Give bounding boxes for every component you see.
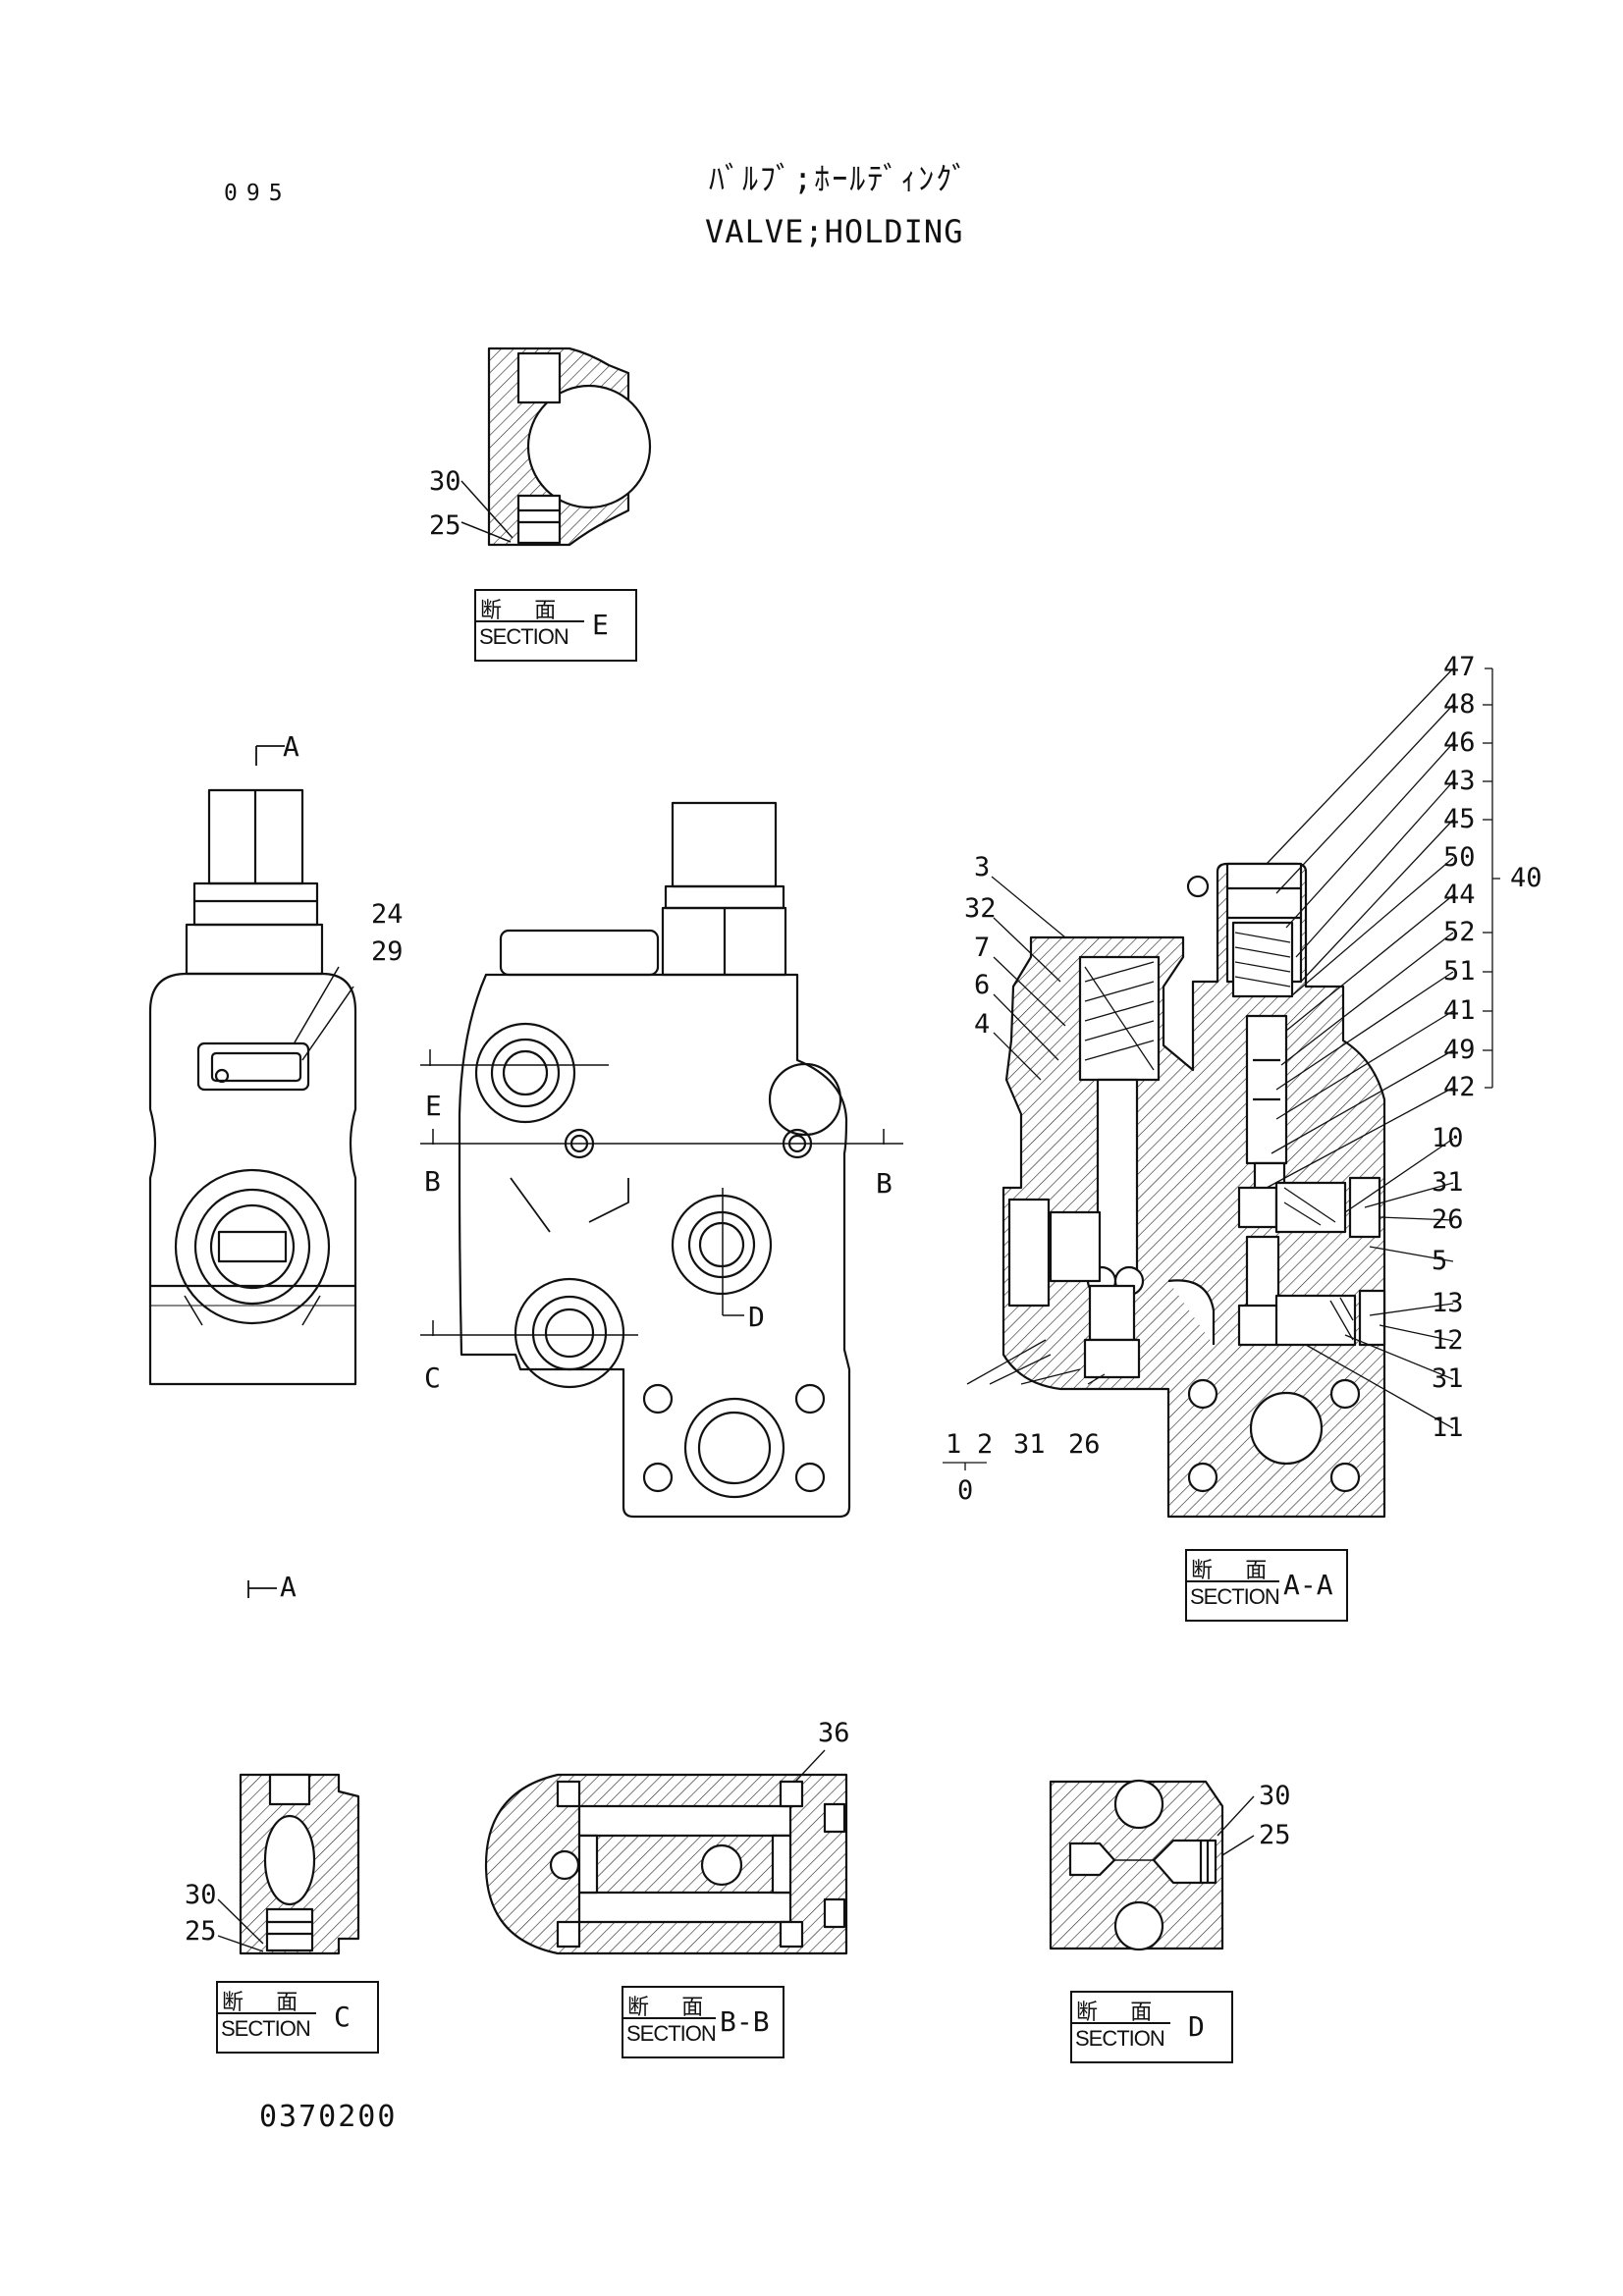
section-letter: A-A: [1283, 1569, 1333, 1601]
callout-24[interactable]: 24: [371, 899, 404, 930]
section-label-e: 断 面 SECTION E: [474, 589, 637, 662]
callout-c-25[interactable]: 25: [185, 1916, 217, 1947]
callout-12[interactable]: 12: [1432, 1325, 1464, 1356]
cut-mark-d: D: [748, 1301, 765, 1333]
callout-c-30[interactable]: 30: [185, 1880, 217, 1910]
callout-aa-32[interactable]: 32: [964, 893, 997, 924]
callout-36[interactable]: 36: [818, 1718, 850, 1748]
drawing-number: 0370200: [259, 2100, 398, 2134]
leaders-aa: [943, 667, 1500, 1470]
callout-10[interactable]: 10: [1432, 1123, 1464, 1153]
cut-line-a: [247, 745, 285, 1598]
section-letter: C: [334, 2001, 351, 2033]
section-label-d: 断 面 SECTION D: [1070, 1991, 1233, 2063]
section-aa-view: [1001, 862, 1386, 1519]
callout-e-25[interactable]: 25: [429, 510, 461, 541]
callout-aa-7[interactable]: 7: [974, 933, 991, 963]
callout-49[interactable]: 49: [1443, 1035, 1476, 1065]
cut-mark-a-bottom: A: [280, 1571, 297, 1603]
cut-mark-e: E: [425, 1090, 442, 1122]
callout-aa-2[interactable]: 2: [977, 1429, 994, 1460]
section-c-view: [217, 1773, 360, 1955]
callout-aa-0[interactable]: 0: [957, 1475, 974, 1506]
title-english: VALVE;HOLDING: [705, 213, 964, 250]
callout-44[interactable]: 44: [1443, 880, 1476, 910]
cut-lines-front: [420, 1049, 903, 1336]
callout-40-assembly[interactable]: 40: [1510, 863, 1542, 893]
callout-aa-6[interactable]: 6: [974, 970, 991, 1000]
section-e-view: [460, 347, 652, 547]
callout-45[interactable]: 45: [1443, 804, 1476, 834]
callout-43[interactable]: 43: [1443, 766, 1476, 796]
callout-52[interactable]: 52: [1443, 917, 1476, 947]
callout-aa-1[interactable]: 1: [946, 1429, 962, 1460]
callout-aa-4[interactable]: 4: [974, 1009, 991, 1040]
cut-mark-c: C: [424, 1362, 441, 1394]
callout-11[interactable]: 11: [1432, 1413, 1464, 1443]
callout-d-30[interactable]: 30: [1259, 1781, 1291, 1811]
cut-mark-a-top: A: [283, 730, 299, 763]
title-japanese: ﾊﾞﾙﾌﾞ;ﾎｰﾙﾃﾞｨﾝｸﾞ: [709, 160, 970, 197]
callout-48[interactable]: 48: [1443, 689, 1476, 720]
cut-mark-b-right: B: [876, 1167, 893, 1200]
section-label-bb: 断 面 SECTION B-B: [622, 1986, 784, 2058]
side-view: [148, 788, 357, 1386]
callout-13[interactable]: 13: [1432, 1288, 1464, 1318]
front-view: [458, 801, 851, 1519]
callout-51[interactable]: 51: [1443, 956, 1476, 987]
page-number: 095: [224, 181, 292, 206]
section-letter: E: [592, 609, 609, 641]
section-jp: 断 面: [480, 599, 567, 623]
callout-aa-26-bottom[interactable]: 26: [1068, 1429, 1101, 1460]
cut-mark-b-left: B: [424, 1165, 441, 1198]
callout-31-lower[interactable]: 31: [1432, 1363, 1464, 1394]
callout-5[interactable]: 5: [1432, 1246, 1448, 1276]
section-d-view: [1049, 1779, 1255, 1951]
section-en: SECTION: [479, 624, 569, 649]
callout-50[interactable]: 50: [1443, 842, 1476, 873]
section-label-c: 断 面 SECTION C: [216, 1981, 379, 2054]
callout-46[interactable]: 46: [1443, 727, 1476, 758]
callout-29[interactable]: 29: [371, 936, 404, 967]
callout-e-30[interactable]: 30: [429, 466, 461, 497]
callout-41[interactable]: 41: [1443, 995, 1476, 1026]
callout-aa-31-bottom[interactable]: 31: [1013, 1429, 1046, 1460]
section-letter: D: [1188, 2010, 1205, 2043]
callout-42[interactable]: 42: [1443, 1072, 1476, 1102]
callout-26-right[interactable]: 26: [1432, 1204, 1464, 1235]
callout-aa-3[interactable]: 3: [974, 852, 991, 882]
section-bb-view: [484, 1749, 848, 1955]
callout-31-upper[interactable]: 31: [1432, 1167, 1464, 1198]
section-label-aa: 断 面 SECTION A-A: [1185, 1549, 1348, 1622]
callout-d-25[interactable]: 25: [1259, 1820, 1291, 1850]
callout-47[interactable]: 47: [1443, 652, 1476, 682]
section-letter: B-B: [720, 2005, 770, 2038]
